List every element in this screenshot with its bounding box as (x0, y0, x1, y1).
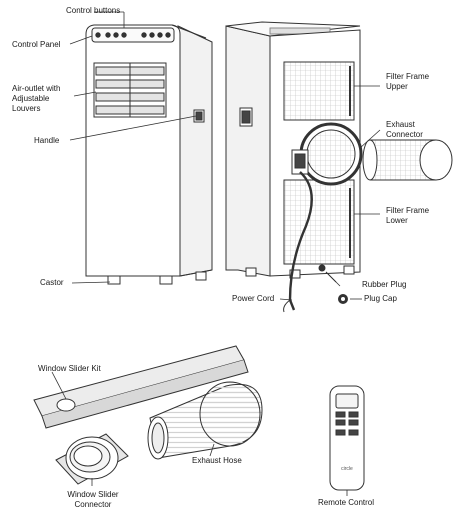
exhaust-connector-cylinder (362, 139, 453, 181)
label-control-buttons: Control buttons (66, 6, 121, 15)
remote-control: circle (329, 385, 365, 491)
label-exhaust-hose: Exhaust Hose (192, 456, 242, 465)
back-unit (225, 21, 363, 279)
window-slider-connector (55, 433, 129, 485)
label-window-slider-kit: Window Slider Kit (38, 364, 101, 373)
window-slider-kit (33, 345, 249, 429)
label-rubber-plug: Rubber Plug (362, 280, 407, 289)
front-unit (85, 24, 213, 285)
label-handle: Handle (34, 136, 60, 145)
label-remote-control: Remote Control (318, 498, 375, 507)
label-control-panel: Control Panel (12, 40, 61, 49)
label-filter-frame-upper: Filter Frame Upper (386, 72, 430, 91)
remote-brand: circle (341, 466, 353, 472)
label-power-cord: Power Cord (232, 294, 275, 303)
label-air-outlet: Air-outlet with Adjustable Louvers (12, 84, 61, 113)
exhaust-hose (147, 381, 263, 460)
label-filter-frame-lower: Filter Frame Lower (386, 206, 430, 225)
label-window-slider-connector: Window Slider Connector (67, 490, 119, 509)
leader-lines (51, 11, 381, 496)
label-exhaust-connector: Exhaust Connector (386, 120, 423, 139)
label-castor: Castor (40, 278, 64, 287)
power-cord (288, 171, 313, 311)
label-plug-cap: Plug Cap (364, 294, 397, 303)
plug-cap (338, 294, 348, 304)
